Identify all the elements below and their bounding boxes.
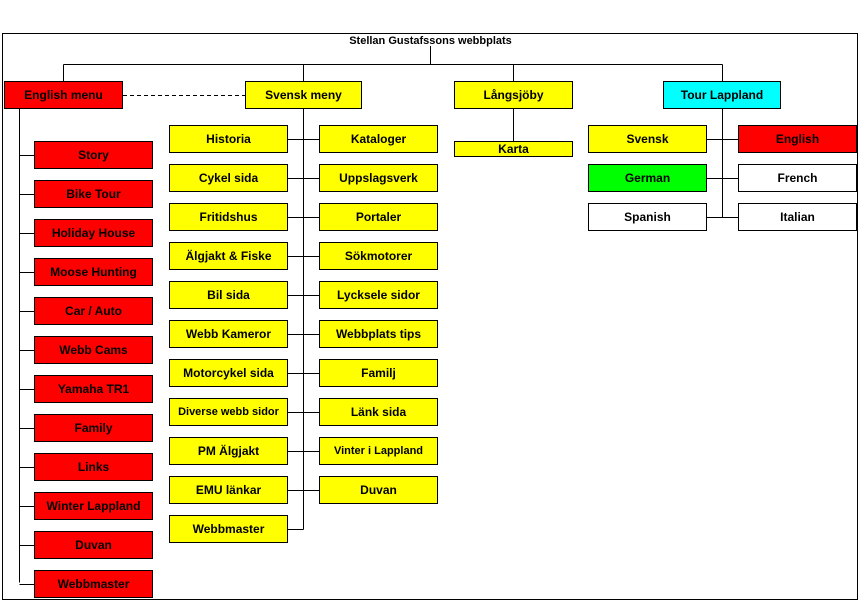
english-item-duvan[interactable]: Duvan — [34, 531, 153, 559]
langsjoby-item-karta[interactable]: Karta — [454, 141, 573, 157]
svensk-item-emu-lankar[interactable]: EMU länkar — [169, 476, 288, 504]
diagram-frame — [2, 33, 858, 600]
english-item-webbmaster[interactable]: Webbmaster — [34, 570, 153, 598]
svensk-item-kataloger[interactable]: Kataloger — [319, 125, 438, 153]
svensk-item-familj[interactable]: Familj — [319, 359, 438, 387]
english-item-winter-lappland[interactable]: Winter Lappland — [34, 492, 153, 520]
tour-item-svensk[interactable]: Svensk — [588, 125, 707, 153]
english-item-moose-hunting[interactable]: Moose Hunting — [34, 258, 153, 286]
english-item-yamaha-tr1[interactable]: Yamaha TR1 — [34, 375, 153, 403]
tour-item-italian[interactable]: Italian — [738, 203, 857, 231]
svensk-item-pm-algjakt[interactable]: PM Älgjakt — [169, 437, 288, 465]
svensk-item-bil-sida[interactable]: Bil sida — [169, 281, 288, 309]
svensk-item-motorcykel-sida[interactable]: Motorcykel sida — [169, 359, 288, 387]
svensk-item-diverse-webb-sidor[interactable]: Diverse webb sidor — [169, 398, 288, 426]
english-item-links[interactable]: Links — [34, 453, 153, 481]
english-item-webb-cams[interactable]: Webb Cams — [34, 336, 153, 364]
tour-lappland-node[interactable]: Tour Lappland — [663, 81, 781, 109]
tour-item-spanish[interactable]: Spanish — [588, 203, 707, 231]
svensk-item-webbplats-tips[interactable]: Webbplats tips — [319, 320, 438, 348]
english-item-story[interactable]: Story — [34, 141, 153, 169]
svensk-item-vinter-i-lappland[interactable]: Vinter i Lappland — [319, 437, 438, 465]
svensk-item-lank-sida[interactable]: Länk sida — [319, 398, 438, 426]
english-item-family[interactable]: Family — [34, 414, 153, 442]
english-item-car-auto[interactable]: Car / Auto — [34, 297, 153, 325]
svensk-item-sokmotorer[interactable]: Sökmotorer — [319, 242, 438, 270]
svensk-meny-node[interactable]: Svensk meny — [245, 81, 362, 109]
svensk-item-cykel-sida[interactable]: Cykel sida — [169, 164, 288, 192]
svensk-item-duvan[interactable]: Duvan — [319, 476, 438, 504]
svensk-item-uppslagsverk[interactable]: Uppslagsverk — [319, 164, 438, 192]
svensk-item-portaler[interactable]: Portaler — [319, 203, 438, 231]
english-item-bike-tour[interactable]: Bike Tour — [34, 180, 153, 208]
tour-item-english[interactable]: English — [738, 125, 857, 153]
english-menu-node[interactable]: English menu — [4, 81, 123, 109]
svensk-item-webb-kameror[interactable]: Webb Kameror — [169, 320, 288, 348]
english-item-holiday-house[interactable]: Holiday House — [34, 219, 153, 247]
svensk-item-fritidshus[interactable]: Fritidshus — [169, 203, 288, 231]
site-title: Stellan Gustafssons webbplats — [349, 35, 512, 47]
tour-item-german[interactable]: German — [588, 164, 707, 192]
tour-item-french[interactable]: French — [738, 164, 857, 192]
svensk-item-historia[interactable]: Historia — [169, 125, 288, 153]
svensk-item-lycksele-sidor[interactable]: Lycksele sidor — [319, 281, 438, 309]
svensk-item-webbmaster[interactable]: Webbmaster — [169, 515, 288, 543]
langsjoby-node[interactable]: Långsjöby — [454, 81, 573, 109]
svensk-item-algjakt-fiske[interactable]: Älgjakt & Fiske — [169, 242, 288, 270]
